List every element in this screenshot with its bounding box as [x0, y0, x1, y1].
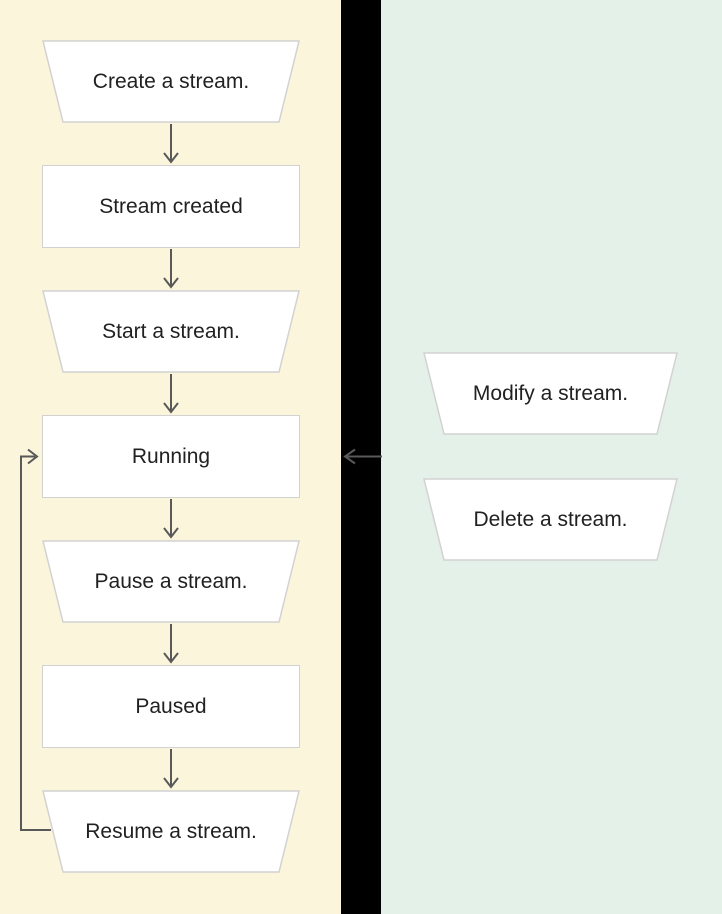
arrow-operations-to-running [343, 448, 382, 465]
flow-node-label: Paused [135, 695, 207, 718]
trapezoid-shape [42, 40, 300, 123]
trapezoid-shape [423, 352, 678, 435]
flow-node-pause-stream: Pause a stream. [42, 540, 300, 623]
flow-node-label: Start a stream. [102, 320, 240, 343]
flow-node-create-stream: Create a stream. [42, 40, 300, 123]
flow-node-label: Running [131, 445, 211, 468]
flow-node-label: Create a stream. [92, 70, 250, 93]
flow-node-paused: Paused [42, 665, 300, 748]
flow-node-label: Modify a stream. [472, 382, 629, 405]
flow-node-delete-stream: Delete a stream. [423, 478, 678, 561]
trapezoid-shape [42, 540, 300, 623]
flow-node-running: Running [42, 415, 300, 498]
flow-node-start-stream: Start a stream. [42, 290, 300, 373]
trapezoid-shape [42, 790, 300, 873]
stream-operations-panel [381, 0, 722, 914]
flow-node-label: Stream created [99, 195, 243, 218]
flow-node-label: Delete a stream. [473, 508, 628, 531]
flow-node-modify-stream: Modify a stream. [423, 352, 678, 435]
flow-node-label: Resume a stream. [85, 820, 257, 843]
trapezoid-shape [423, 478, 678, 561]
trapezoid-shape [42, 290, 300, 373]
flow-node-stream-created: Stream created [42, 165, 300, 248]
flow-node-label: Pause a stream. [94, 570, 248, 593]
flow-node-resume-stream: Resume a stream. [42, 790, 300, 873]
